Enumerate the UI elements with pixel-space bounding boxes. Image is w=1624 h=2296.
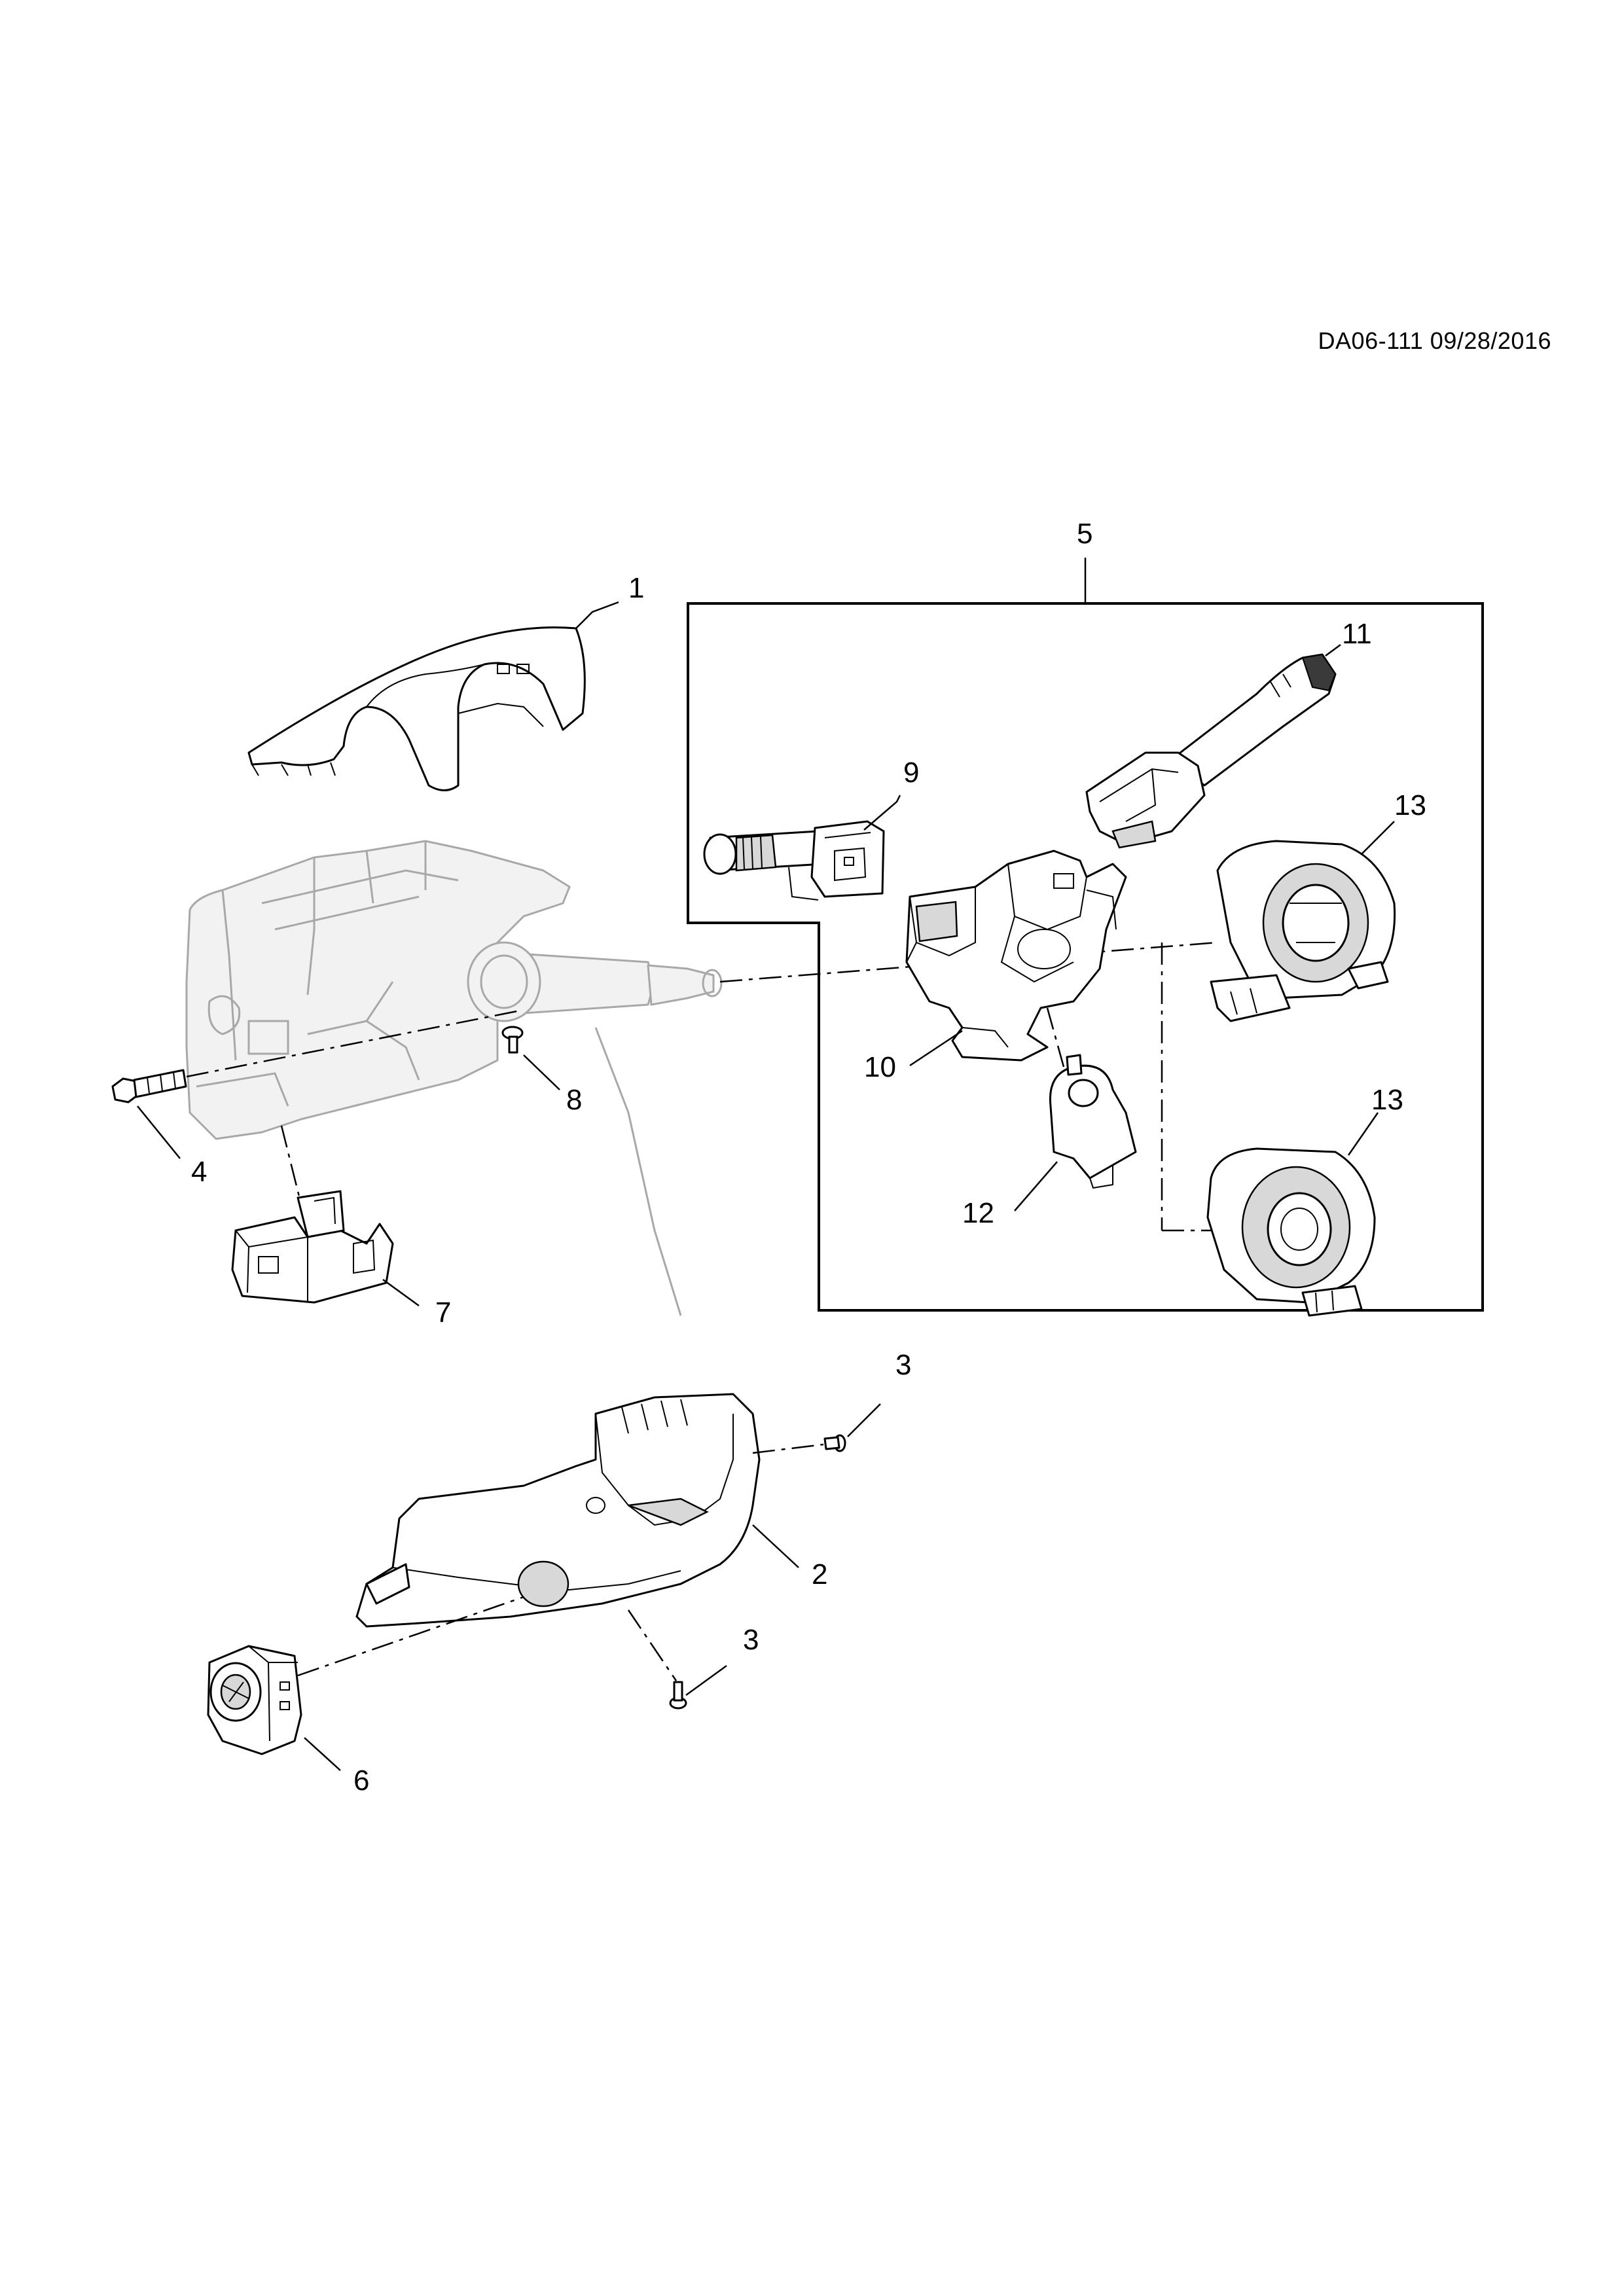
cover-screw-upper <box>823 1434 846 1452</box>
leader-1 <box>575 601 619 629</box>
leader-11 <box>1325 643 1341 657</box>
steering-column-ghost <box>185 840 723 1316</box>
callout-12: 12 <box>962 1197 994 1229</box>
callout-4: 4 <box>191 1156 207 1188</box>
callout-2: 2 <box>812 1558 827 1590</box>
clock-spring-upper <box>1210 840 1396 1022</box>
centerline-screw-lower <box>627 1609 677 1681</box>
leader-6 <box>304 1737 341 1771</box>
subassembly-boundary <box>687 602 1484 1312</box>
leader-9 <box>863 795 901 831</box>
callout-1: 1 <box>628 572 644 604</box>
leader-2 <box>752 1524 799 1568</box>
callout-3b: 3 <box>743 1624 759 1656</box>
callout-11: 11 <box>1342 618 1372 650</box>
leader-3a <box>847 1403 881 1437</box>
steering-angle-sensor-module <box>231 1190 394 1304</box>
callout-7: 7 <box>435 1297 451 1329</box>
callout-9: 9 <box>903 757 919 789</box>
small-screw <box>501 1026 524 1054</box>
centerline-screw-upper <box>752 1443 824 1454</box>
leader-10 <box>909 1030 963 1067</box>
callout-3a: 3 <box>895 1349 911 1381</box>
immobilizer-antenna-ring <box>1049 1054 1137 1189</box>
ignition-switch <box>207 1645 302 1755</box>
leader-13-lower <box>1347 1112 1379 1156</box>
combination-switch-housing <box>905 850 1127 1062</box>
wiper-switch <box>1085 653 1337 849</box>
turn-signal-switch <box>703 820 885 901</box>
callout-13a: 13 <box>1394 789 1426 821</box>
callout-6: 6 <box>353 1765 369 1797</box>
leader-8 <box>523 1054 560 1090</box>
column-mounting-bolt <box>111 1069 187 1103</box>
callout-5: 5 <box>1077 518 1092 550</box>
centerline-lock <box>1046 1007 1065 1067</box>
leader-13-upper <box>1361 821 1395 855</box>
clock-spring-lower <box>1206 1147 1376 1317</box>
callout-13b: 13 <box>1371 1084 1403 1116</box>
callout-8: 8 <box>566 1084 582 1116</box>
upper-column-cover <box>247 626 586 791</box>
leader-4 <box>137 1105 181 1159</box>
centerline-ignition <box>297 1596 524 1677</box>
callout-10: 10 <box>864 1051 896 1083</box>
lower-column-cover <box>355 1393 761 1628</box>
cover-screw-lower <box>669 1681 687 1710</box>
leader-7 <box>382 1278 420 1307</box>
leader-3b <box>685 1664 727 1696</box>
diagram-reference: DA06-111 09/28/2016 <box>1318 327 1551 354</box>
leader-12 <box>1014 1161 1058 1211</box>
centerline-bolt <box>186 1010 518 1078</box>
